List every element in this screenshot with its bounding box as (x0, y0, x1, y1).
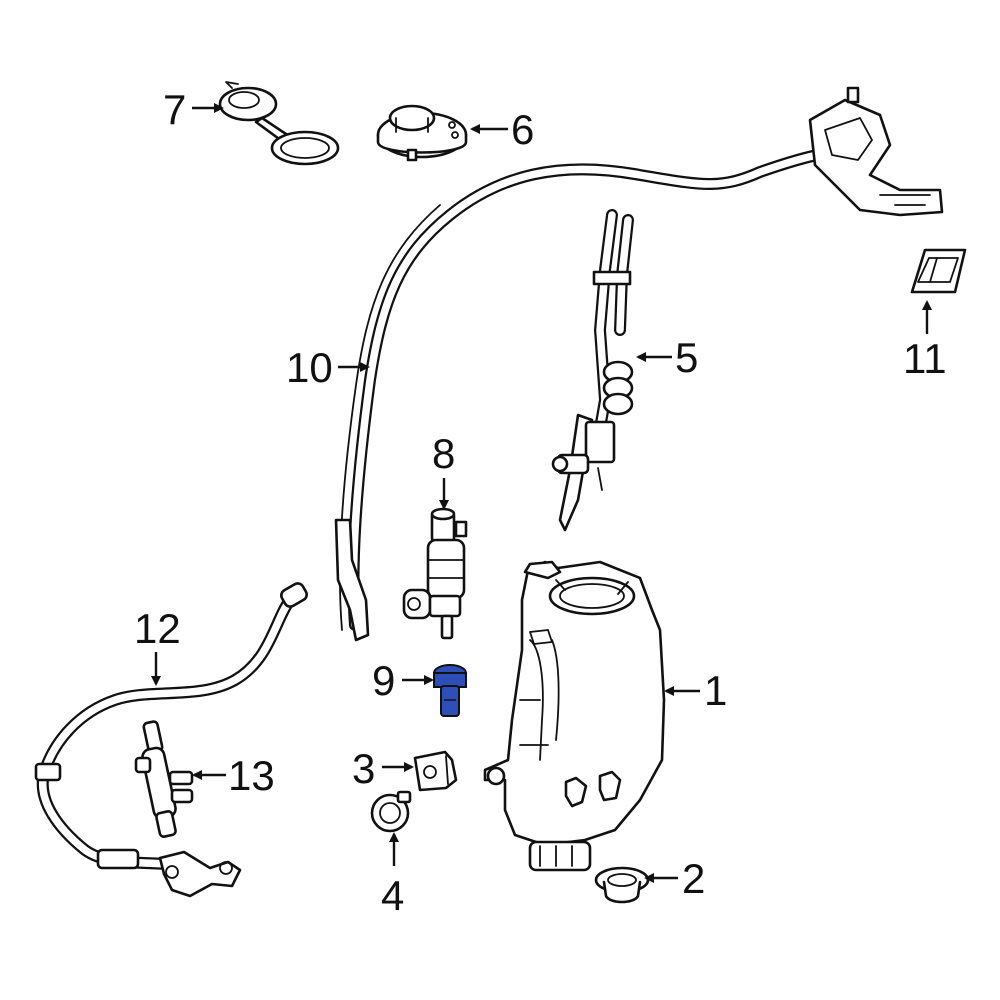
callout-labels: 1 2 3 4 5 6 7 8 9 10 11 12 13 (134, 86, 947, 919)
part-7-cap (218, 81, 340, 166)
callout-2: 2 (682, 855, 705, 902)
part-9-fitting (433, 664, 467, 717)
part-3-clip (413, 750, 458, 792)
callout-11: 11 (903, 335, 947, 382)
part-12-hose (34, 582, 308, 898)
part-9-collar (433, 672, 467, 688)
callout-10: 10 (286, 344, 333, 391)
callout-7: 7 (163, 86, 186, 133)
callout-4: 4 (381, 872, 404, 919)
callout-3: 3 (352, 745, 375, 792)
part-1-reservoir (483, 560, 666, 872)
part-6-grommet (376, 104, 468, 162)
part-13-valve (134, 720, 194, 838)
part-9-stem (440, 685, 460, 717)
part-11-switch (910, 248, 967, 294)
leader-lines (151, 103, 932, 883)
callout-5: 5 (675, 334, 698, 381)
callout-1: 1 (704, 667, 727, 714)
callout-8: 8 (432, 430, 455, 477)
part-10-hose-harness (334, 86, 944, 642)
part-4-grommet (370, 790, 412, 833)
part-5-hose-assembly (551, 209, 634, 532)
callout-13: 13 (228, 752, 275, 799)
callout-12: 12 (134, 605, 181, 652)
part-2-grommet (594, 866, 650, 904)
callout-6: 6 (511, 106, 534, 153)
part-8-washer-pump (402, 507, 468, 640)
callout-9: 9 (372, 657, 395, 704)
